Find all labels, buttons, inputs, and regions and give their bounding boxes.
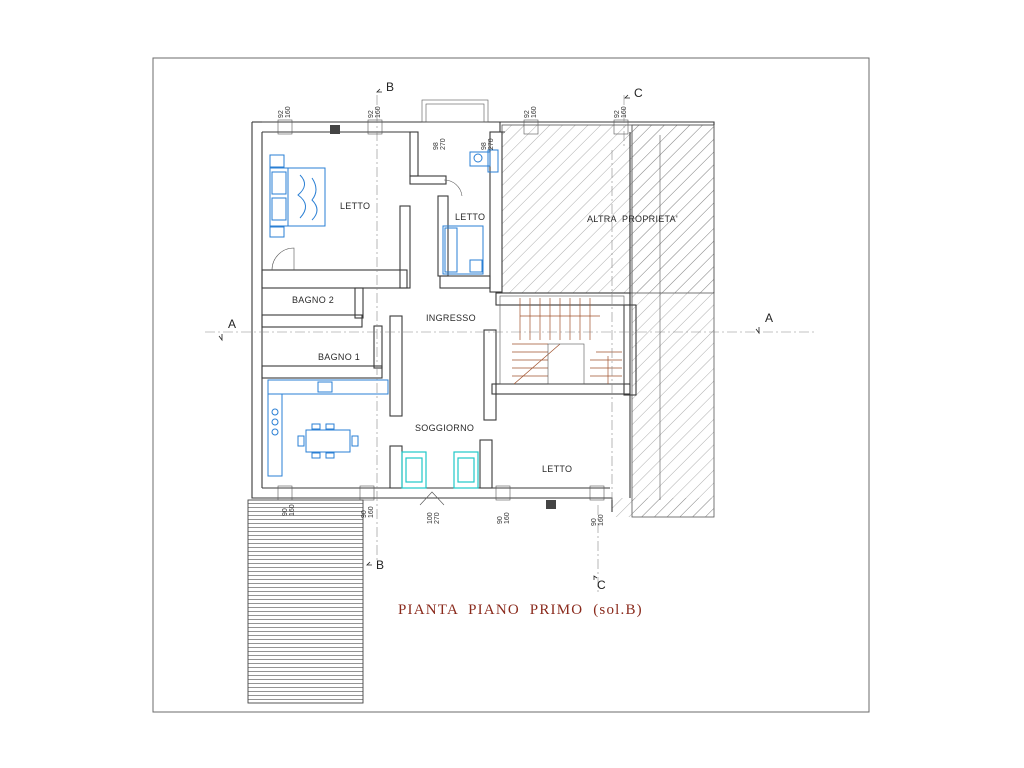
svg-text:160: 160 [368, 506, 375, 518]
svg-text:270: 270 [434, 512, 441, 524]
double-bed [269, 154, 326, 238]
section-lines [205, 95, 815, 595]
fireplace-icon [330, 125, 556, 509]
svg-text:92: 92 [278, 110, 285, 118]
svg-text:92: 92 [524, 110, 531, 118]
svg-text:98: 98 [481, 142, 488, 150]
svg-text:A: A [765, 311, 773, 325]
window-dimensions: 92 160 92 160 92 160 92 160 98 270 98 27… [278, 106, 628, 526]
svg-text:B: B [386, 80, 394, 94]
svg-text:160: 160 [531, 106, 538, 118]
room-label-bagno-1: BAGNO 1 [318, 352, 360, 362]
toilet-icon [469, 149, 499, 173]
room-label-letto-2: LETTO [455, 212, 485, 222]
svg-text:90: 90 [497, 516, 504, 524]
section-marker-c-top: C [624, 86, 643, 100]
svg-text:90: 90 [591, 518, 598, 526]
room-label-ingresso: INGRESSO [426, 313, 476, 323]
svg-text:B: B [376, 558, 384, 572]
svg-text:C: C [634, 86, 643, 100]
svg-text:90: 90 [361, 510, 368, 518]
svg-text:160: 160 [375, 106, 382, 118]
svg-text:270: 270 [488, 138, 495, 150]
room-label-letto-3: LETTO [542, 464, 572, 474]
svg-text:160: 160 [289, 504, 296, 516]
svg-text:160: 160 [621, 106, 628, 118]
svg-text:160: 160 [285, 106, 292, 118]
dining-table [297, 423, 359, 459]
section-marker-b-top: B [376, 80, 394, 94]
svg-text:160: 160 [598, 514, 605, 526]
drawing-frame [152, 57, 870, 713]
kitchen-counter [267, 379, 389, 477]
drawing-title: PIANTA PIANO PRIMO (sol.B) [398, 602, 643, 618]
svg-text:C: C [597, 578, 606, 592]
staircase [499, 295, 625, 385]
svg-text:270: 270 [440, 138, 447, 150]
section-marker-c-bottom: C [593, 575, 606, 592]
room-label-soggiorno: SOGGIORNO [415, 423, 474, 433]
svg-text:98: 98 [433, 142, 440, 150]
svg-text:92: 92 [614, 110, 621, 118]
window-marks [277, 119, 629, 501]
section-marker-b-bottom: B [366, 558, 384, 572]
svg-text:160: 160 [504, 512, 511, 524]
outer-walls [251, 121, 715, 512]
doors [271, 99, 489, 506]
single-bed [442, 225, 484, 275]
svg-text:92: 92 [368, 110, 375, 118]
sofas [401, 451, 479, 489]
interior-walls [261, 131, 637, 489]
svg-text:A: A [228, 317, 236, 331]
other-property-area [501, 124, 715, 518]
room-label-bagno-2: BAGNO 2 [292, 295, 334, 305]
room-label-altra-proprieta: ALTRA PROPRIETA' [587, 214, 678, 224]
svg-text:90: 90 [282, 508, 289, 516]
section-marker-a-right: A [755, 311, 773, 335]
section-marker-a-left: A [218, 317, 236, 342]
terrace-deck [247, 499, 364, 704]
svg-text:100: 100 [427, 512, 434, 524]
room-label-letto-1: LETTO [340, 201, 370, 211]
